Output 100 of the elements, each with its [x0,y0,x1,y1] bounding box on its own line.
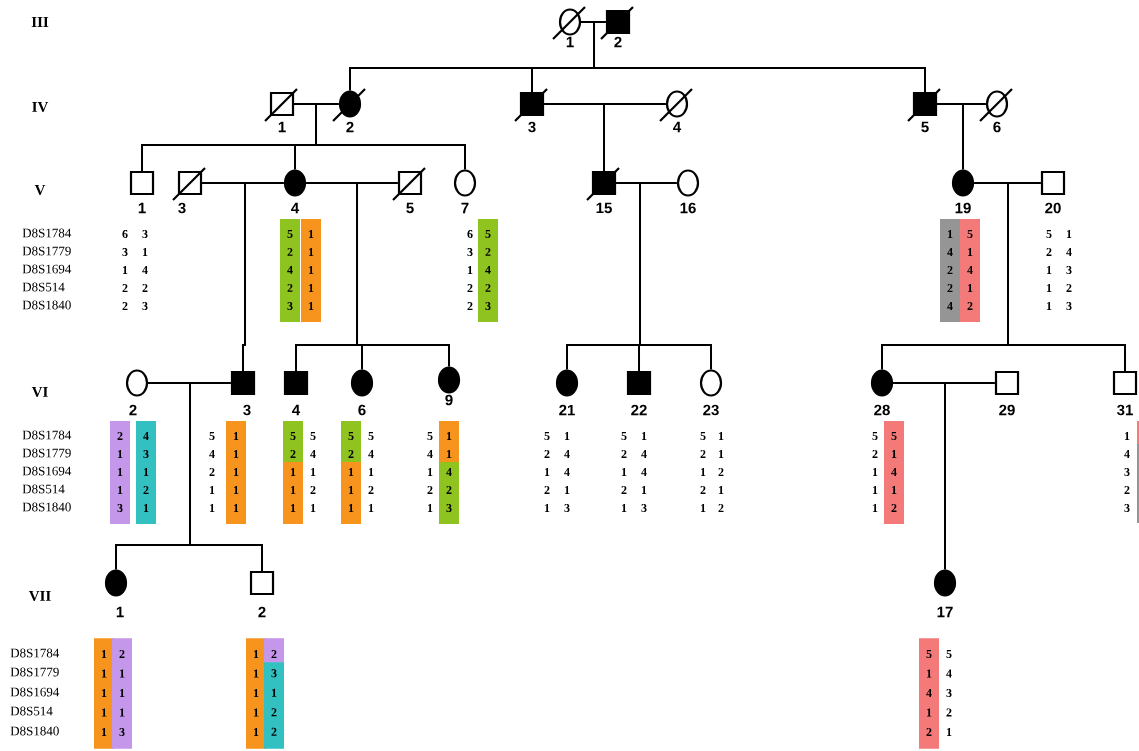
descent-line [201,182,246,372]
haplotype-bar: 5 1 4 1 2 [960,219,980,322]
male-symbol [172,167,206,201]
marker-name: D8S1784 [22,228,72,238]
individual-number: 6 [993,121,1001,133]
female-symbol [555,369,579,397]
allele-column: 5 4 3 2 1 [946,650,952,736]
individual-number: 4 [673,121,682,133]
allele-column: 1 1 2 1 2 [718,432,724,512]
haplotype-bar: 1 1 1 1 1 [301,219,321,322]
descent-line [892,382,946,571]
haplotype-bar: 5 2 [283,421,303,462]
male-symbol [514,88,548,122]
individual-number: 16 [680,202,696,214]
allele-column: 1 4 3 2 3 [1124,432,1130,512]
allele-column: 5 4 2 1 1 [209,432,215,512]
haplotype-bar: 5 2 4 2 3 [280,219,300,322]
haplotype-bar: 1 1 1 [283,462,303,524]
male-symbol [1112,370,1138,396]
individual-number: 3 [178,202,186,214]
marker-name: D8S1840 [22,300,71,310]
allele-column: 1 4 3 2 3 [1066,230,1072,310]
allele-column: 5 2 1 2 1 [700,432,706,512]
generation-label: IV [32,102,49,112]
male-symbol [129,170,155,196]
individual-number: 3 [243,404,251,416]
marker-name: D8S1784 [22,430,72,440]
haplotype-bar: 2 [264,638,284,663]
individual-number: 31 [1117,404,1133,416]
individual-number: 22 [631,404,647,416]
individual-number: 2 [614,36,622,48]
individual-number: 7 [461,202,469,214]
haplotype-bar: 1 1 1 1 1 [226,421,246,524]
individual-number: 1 [138,202,146,214]
individual-number: 20 [1045,202,1061,214]
marker-name: D8S1840 [22,502,71,512]
allele-column: 5 2 1 1 1 [1046,230,1052,310]
haplotype-bar: 2 1 1 1 3 [112,638,132,749]
male-symbol [1040,170,1066,196]
allele-column: 5 2 1 1 1 [872,432,878,512]
haplotype-bar: 2 1 1 1 3 [110,421,130,524]
female-symbol [332,88,366,122]
individual-number: 2 [346,121,354,133]
individual-number: 4 [291,202,300,214]
haplotype-bar: 5 1 4 1 2 [919,638,939,749]
allele-column: 3 1 4 2 3 [142,229,148,310]
female-symbol [933,569,957,597]
marker-name: D8S514 [22,484,65,494]
individual-number: 9 [445,394,453,406]
marker-name: D8S1779 [10,667,59,677]
individual-number: 5 [921,121,929,133]
haplotype-bar: 1 1 [439,421,459,462]
individual-number: 6 [358,404,366,416]
individual-number: 2 [129,404,137,416]
generation-label: VI [31,386,48,397]
descent-line [543,103,605,172]
haplotype-bar: 4 3 1 2 1 [136,421,156,524]
allele-column: 5 4 1 2 1 [310,432,316,512]
individual-number: 15 [596,202,612,214]
haplotype-bar: 1 1 1 1 1 [246,638,266,749]
individual-number: 2 [258,606,266,618]
haplotype-bar: 1 1 1 [341,462,361,524]
male-symbol [994,370,1020,396]
individual-number: 1 [566,36,574,48]
allele-column: 6 3 1 2 2 [467,230,473,310]
individual-number: 21 [559,404,575,416]
haplotype-bar: 5 2 [341,421,361,462]
female-symbol [283,169,307,197]
generation-label: V [34,185,46,195]
allele-column: 5 4 1 2 1 [368,432,374,512]
individual-number: 3 [528,121,536,133]
male-symbol [264,88,298,122]
generation-label: III [31,17,49,27]
marker-name: D8S1694 [22,466,72,476]
haplotype-bar: 1 4 2 2 4 [940,219,960,322]
individual-number: 4 [292,404,301,416]
female-symbol [699,369,723,397]
individual-number: 28 [874,404,890,416]
descent-line [936,103,964,171]
female-symbol [951,169,975,197]
haplotype-bar: 5 1 4 1 2 [884,421,904,524]
male-symbol [586,167,620,201]
allele-column: 5 2 1 2 1 [621,432,627,512]
individual-number: 29 [999,404,1015,416]
female-symbol [350,369,374,397]
descent-line [305,182,450,368]
female-symbol [676,169,700,197]
allele-column: 6 3 1 2 2 [122,230,128,310]
individual-number: 5 [406,202,414,214]
marker-name: D8S1694 [22,264,72,274]
male-symbol [249,570,275,596]
marker-name: D8S1840 [10,726,59,736]
descent-line [147,382,263,572]
marker-name: D8S1694 [10,687,60,697]
female-symbol [437,366,461,394]
descent-line [293,103,466,171]
female-symbol [659,88,693,122]
individual-number: 1 [116,606,124,618]
haplotype-bar: 5 2 4 2 3 [478,219,498,322]
male-symbol [626,370,652,396]
